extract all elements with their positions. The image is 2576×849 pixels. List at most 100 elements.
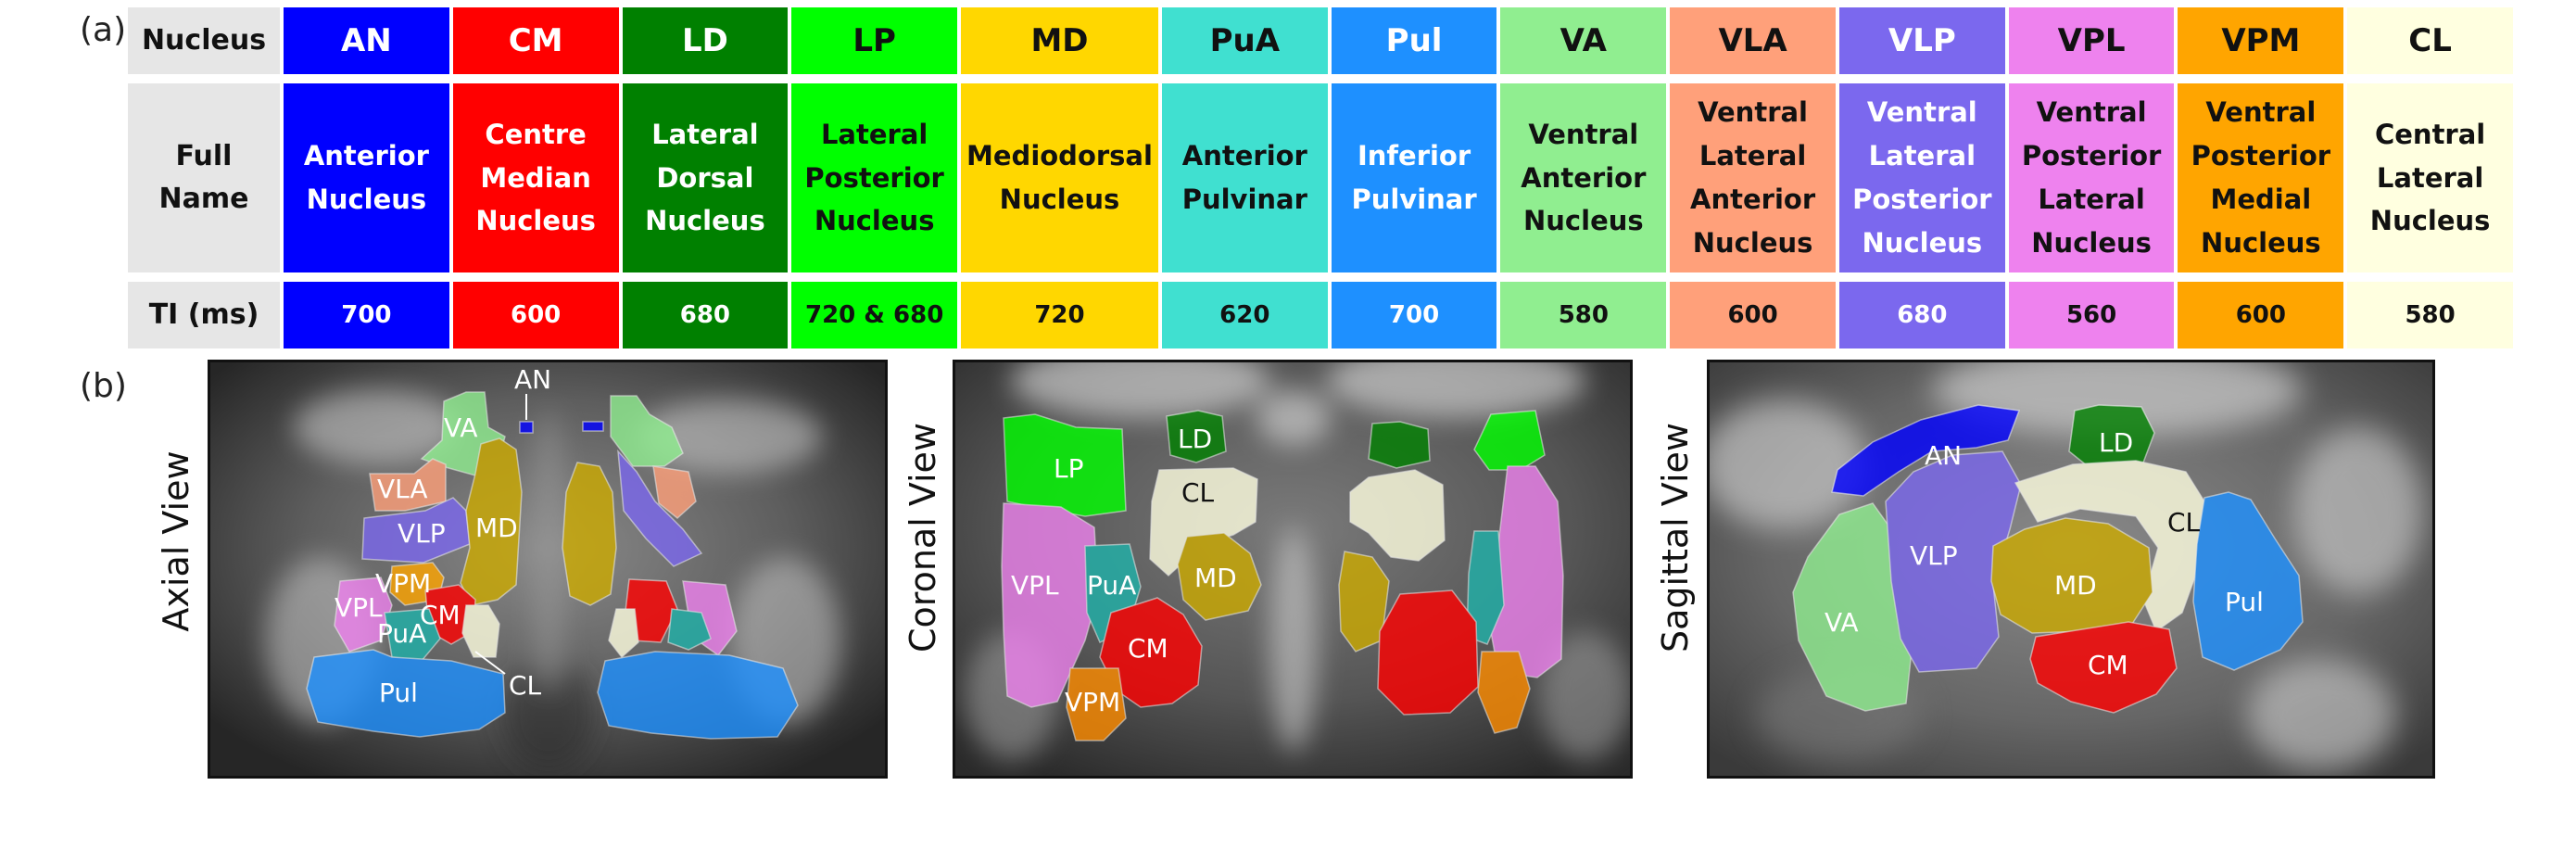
sagittal-region-cl [2014, 460, 2205, 633]
row-header-full-name-line: Name [158, 183, 249, 215]
axial-region-va-right [610, 395, 684, 467]
full-name-line: Nucleus [306, 184, 427, 215]
full-name-line: Lateral [651, 118, 759, 150]
panel-label-a: (a) [80, 11, 127, 49]
coronal-view-image: LP LD CL MD VPL PuA CM VPM [955, 362, 1630, 776]
nucleus-abbr-vpl: VPL [2008, 7, 2175, 74]
axial-label-vla: VLA [377, 474, 428, 504]
sagittal-label-vlp: VLP [1910, 540, 1958, 571]
coronal-view: LP LD CL MD VPL PuA CM VPM [953, 360, 1633, 779]
nucleus-abbr-pul: Pul [1331, 7, 1497, 74]
nucleus-abbr-vla: VLA [1670, 7, 1836, 74]
axial-region-md-right [562, 462, 617, 606]
full-name-line: Nucleus [1523, 205, 1644, 237]
full-name-line: Lateral [1868, 140, 1976, 172]
axial-cl-leader [474, 651, 506, 675]
full-name-line: Median [480, 161, 591, 194]
axial-region-vla-right [652, 465, 697, 519]
full-name-line: Inferior [1357, 140, 1471, 172]
full-name-line: Pulvinar [1181, 184, 1307, 215]
nucleus-ti-vpl: 560 [2008, 282, 2175, 348]
full-name-line: Nucleus [475, 205, 596, 237]
sagittal-region-ld [2068, 404, 2155, 467]
axial-label-va: VA [444, 412, 478, 443]
full-name-line: Central [2374, 118, 2486, 150]
nucleus-abbr-lp: LP [791, 7, 958, 74]
coronal-label-vpm: VPM [1065, 687, 1120, 717]
coronal-label-md: MD [1194, 563, 1237, 593]
full-name-line: Posterior [2191, 140, 2331, 172]
coronal-region-md-right [1338, 551, 1390, 653]
coronal-region-vpm [1066, 667, 1127, 741]
axial-label-pul: Pul [379, 678, 418, 708]
full-name-line: Nucleus [1862, 226, 1983, 259]
full-name-line: Anterior [1181, 140, 1307, 172]
sagittal-region-md [1990, 517, 2153, 634]
nucleus-ti-cm: 600 [452, 282, 619, 348]
full-name-line: Medial [2210, 184, 2312, 215]
nucleus-abbr-cl: CL [2347, 7, 2513, 74]
full-name-line: Pulvinar [1351, 184, 1477, 215]
full-name-line: Nucleus [2201, 226, 2321, 259]
nucleus-ti-vlp: 680 [1838, 282, 2005, 348]
nucleus-ti-vpm: 600 [2178, 282, 2344, 348]
nucleus-abbr-vpm: VPM [2178, 7, 2344, 74]
full-name-line: Centre [485, 118, 587, 150]
coronal-region-vpl [1001, 502, 1099, 708]
full-name-line: Lateral [1698, 140, 1807, 172]
axial-label-vpm: VPM [375, 568, 431, 599]
axial-label-an: AN [514, 364, 551, 395]
full-name-line: Ventral [1698, 96, 1809, 129]
full-name-line: Ventral [2036, 96, 2147, 129]
axial-region-pua-right [667, 608, 712, 651]
sagittal-view-image: AN LD CL VLP MD Pul VA CM [1710, 362, 2432, 776]
coronal-label-vpl: VPL [1011, 570, 1059, 601]
axial-view-image: AN VA VLA VLP MD VPM VPL CM PuA Pul CL [210, 362, 885, 776]
nucleus-abbr-ld: LD [622, 7, 789, 74]
axial-region-pua [384, 608, 441, 662]
axial-view: AN VA VLA VLP MD VPM VPL CM PuA Pul CL [208, 360, 888, 779]
coronal-region-cl-right [1349, 469, 1446, 562]
axial-region-an-right [582, 421, 604, 432]
axial-region-md [460, 437, 523, 606]
nucleus-abbr-an: AN [284, 7, 449, 74]
axial-region-vpl [334, 577, 393, 653]
coronal-label-ld: LD [1178, 424, 1212, 454]
sagittal-label-pul: Pul [2225, 587, 2264, 617]
full-name-line: Lateral [820, 118, 928, 150]
sagittal-region-an [1831, 404, 2021, 497]
axial-label-cm: CM [420, 600, 461, 630]
axial-label-vpl: VPL [335, 592, 383, 623]
sagittal-label-md: MD [2054, 570, 2097, 601]
sagittal-label-va: VA [1825, 607, 1859, 638]
coronal-region-ld-right [1368, 421, 1431, 469]
axial-label-vlp: VLP [398, 518, 446, 549]
full-name-line: Nucleus [814, 205, 935, 237]
full-name-line: Nucleus [2369, 205, 2491, 237]
full-name-line: Anterior [1690, 184, 1816, 215]
coronal-label-pua: PuA [1087, 570, 1136, 601]
coronal-region-cm-right [1377, 589, 1479, 716]
nucleus-ti-cl: 580 [2347, 282, 2513, 348]
axial-region-vla [369, 458, 447, 512]
full-name-line: Posterior [2021, 140, 2162, 172]
nucleus-abbr-va: VA [1500, 7, 1667, 74]
coronal-region-ld [1166, 410, 1227, 463]
nucleus-abbr-md: MD [961, 7, 1158, 74]
full-name-line: Nucleus [999, 184, 1120, 215]
nucleus-ti-md: 720 [961, 282, 1158, 348]
row-header-ti: TI (ms) [128, 282, 280, 348]
sagittal-label-cl: CL [2167, 507, 2201, 538]
full-name-line: Ventral [1866, 96, 1977, 129]
sagittal-view-title: Sagittal View [1655, 423, 1696, 653]
